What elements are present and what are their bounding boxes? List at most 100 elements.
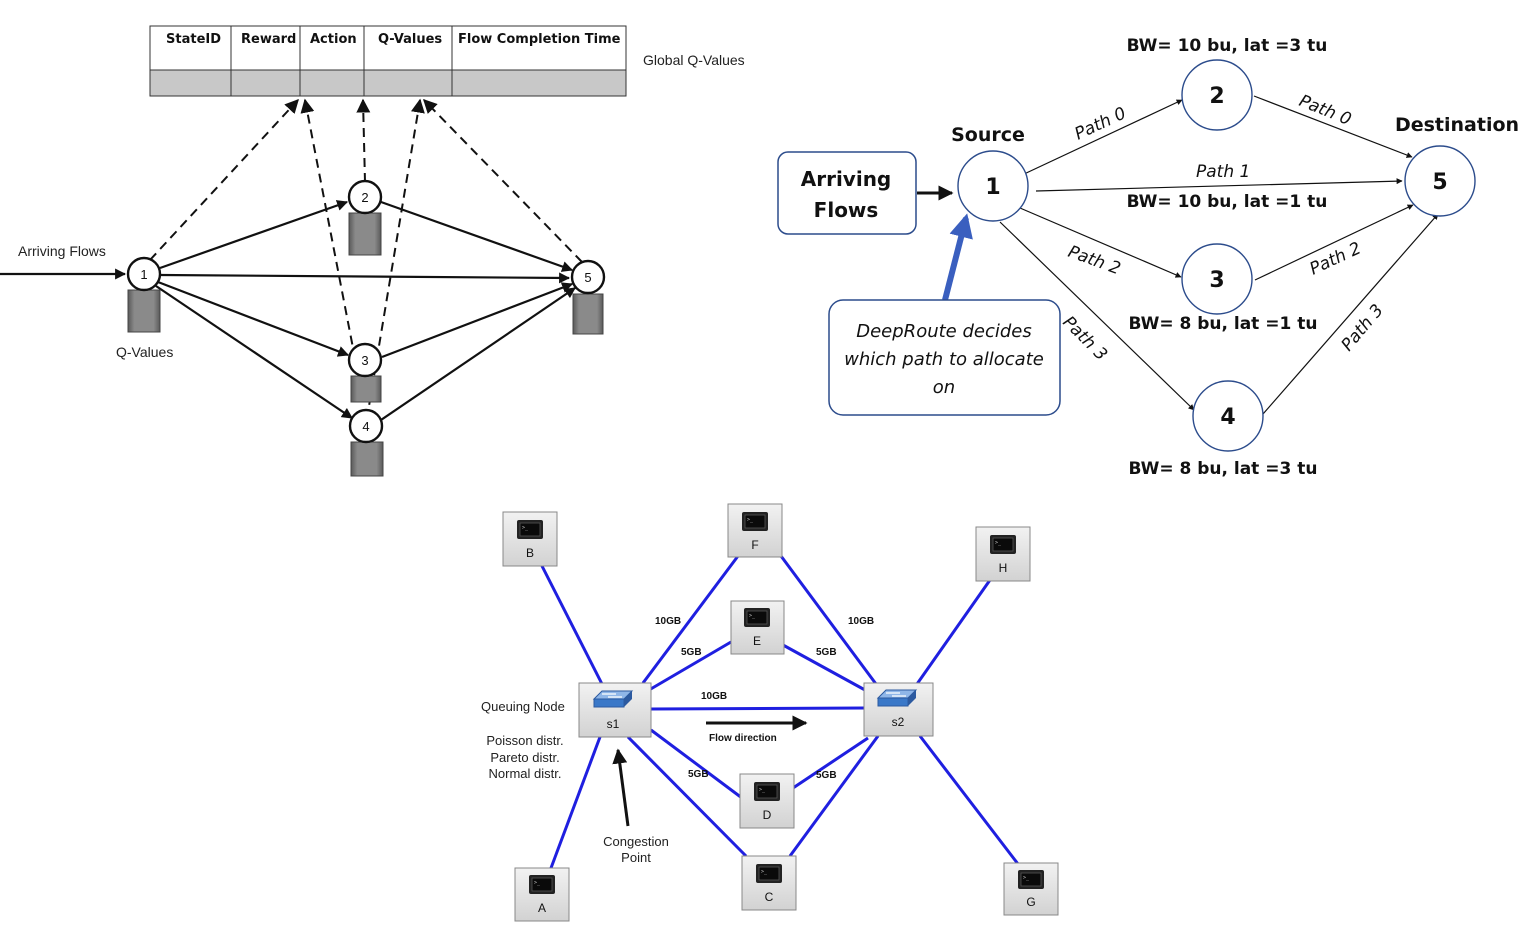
host-e: E — [730, 600, 785, 655]
diagram-b-nodes: 1 2 3 4 5 — [957, 59, 1476, 452]
switch-s2-icon — [877, 689, 917, 707]
deeproute-line2: which path to allocate — [844, 349, 1044, 370]
bw-label-path1: BW= 10 bu, lat =1 tu — [1127, 192, 1328, 212]
switch-s1: s1 — [578, 682, 652, 738]
qvalues-label: Q-Values — [116, 344, 173, 360]
path3-label-a: Path 3 — [1058, 312, 1111, 365]
host-b-monitor-icon — [516, 519, 544, 540]
switch-s2-label: s2 — [892, 715, 905, 729]
bw-label-node3: BW= 8 bu, lat =1 tu — [1129, 314, 1318, 334]
node-b-4 — [1192, 380, 1264, 452]
node-b-3-label: 3 — [1209, 268, 1224, 293]
arriving-box-line2: Flows — [814, 198, 879, 222]
bw-s1-s2: 10GB — [701, 691, 727, 702]
path2-label-a: Path 2 — [1065, 242, 1123, 279]
host-b-label: B — [526, 546, 534, 560]
congestion-label-line1: Congestion — [603, 834, 669, 849]
global-qvalues-label: Global Q-Values — [643, 52, 745, 68]
node-a-2-label: 2 — [361, 190, 368, 205]
deeproute-box — [828, 299, 1061, 416]
host-a-label: A — [538, 901, 546, 915]
host-a-monitor-icon — [528, 874, 556, 895]
arriving-flows-label-a: Arriving Flows — [18, 243, 106, 259]
host-c-label: C — [765, 890, 774, 904]
table-header-qvalues: Q-Values — [378, 32, 442, 47]
deeproute-arrow — [942, 213, 973, 301]
deeproute-line1: DeepRoute decides — [856, 321, 1032, 342]
node-a-2 — [347, 179, 383, 215]
host-h: H — [975, 526, 1031, 582]
global-q-table: StateID Reward Action Q-Values Flow Comp… — [149, 25, 627, 97]
diagram-a-nodes: 1 2 3 4 5 — [126, 179, 606, 444]
bw-e-s2: 5GB — [816, 647, 837, 658]
table-header-fct: Flow Completion Time — [458, 32, 621, 47]
host-f-label: F — [751, 538, 758, 552]
path3-label-b: Path 3 — [1338, 301, 1388, 355]
table-header-action: Action — [310, 32, 357, 47]
host-e-label: E — [753, 634, 761, 648]
bw-f-s2: 10GB — [848, 616, 874, 627]
node-b-2-label: 2 — [1209, 84, 1224, 109]
host-e-monitor-icon — [743, 607, 771, 628]
node-a-3 — [347, 342, 383, 378]
path1-label: Path 1 — [1196, 162, 1250, 182]
network-links — [540, 555, 1020, 869]
bw-s1-d: 5GB — [688, 769, 709, 780]
node-a-1 — [126, 256, 162, 292]
path2-label-b: Path 2 — [1307, 238, 1365, 279]
node-a-5 — [570, 259, 606, 295]
distribution-normal: Normal distr. — [489, 766, 562, 781]
deeproute-line3: on — [933, 377, 955, 398]
congestion-arrow — [612, 748, 630, 827]
source-label: Source — [951, 124, 1025, 146]
distribution-poisson: Poisson distr. — [486, 733, 563, 748]
host-d-monitor-icon — [753, 781, 781, 802]
diagram-a: StateID Reward Action Q-Values Flow Comp… — [0, 25, 745, 477]
host-c: C — [741, 855, 797, 911]
node-b-4-label: 4 — [1220, 405, 1235, 430]
bw-label-node2: BW= 10 bu, lat =3 tu — [1127, 36, 1328, 56]
host-d-label: D — [763, 808, 772, 822]
destination-label: Destination — [1395, 114, 1519, 136]
node-b-5-label: 5 — [1432, 170, 1447, 195]
node-a-3-label: 3 — [361, 353, 368, 368]
host-g: G — [1003, 862, 1059, 916]
host-d: D — [739, 773, 795, 829]
diagram-b: Arriving Flows DeepRoute decides which p… — [777, 36, 1519, 479]
node-b-3 — [1181, 243, 1253, 315]
diagram-c: 10GB 5GB 10GB 5GB 10GB 5GB 5GB Flow dire… — [481, 503, 1059, 922]
table-header-reward: Reward — [241, 32, 296, 47]
arriving-box-line1: Arriving — [801, 167, 892, 191]
solid-edges — [0, 200, 576, 421]
arriving-flows-box — [777, 151, 917, 235]
bw-s1-f: 10GB — [655, 616, 681, 627]
queuing-node-label: Queuing Node — [481, 699, 565, 714]
queue-icons — [127, 212, 604, 477]
node-b-5 — [1404, 145, 1476, 217]
host-b: B — [502, 511, 558, 567]
distribution-pareto: Pareto distr. — [490, 750, 559, 765]
switch-s1-icon — [593, 690, 633, 708]
node-b-1 — [957, 150, 1029, 222]
host-a: A — [514, 867, 570, 922]
node-a-1-label: 1 — [140, 267, 147, 282]
path0-label-b: Path 0 — [1296, 91, 1354, 130]
switch-s2: s2 — [863, 682, 934, 737]
host-h-label: H — [999, 561, 1008, 575]
host-g-label: G — [1026, 895, 1035, 909]
congestion-label-line2: Point — [621, 850, 651, 865]
host-h-monitor-icon — [989, 534, 1017, 555]
host-g-monitor-icon — [1017, 869, 1045, 890]
table-header-stateid: StateID — [166, 32, 221, 47]
flow-direction-label: Flow direction — [709, 733, 777, 744]
bw-label-node4: BW= 8 bu, lat =3 tu — [1129, 459, 1318, 479]
diagram-b-edges — [999, 95, 1439, 415]
node-a-4-label: 4 — [362, 419, 369, 434]
switch-s1-label: s1 — [607, 717, 620, 731]
node-a-4 — [348, 408, 384, 444]
host-f: F — [727, 503, 783, 558]
host-c-monitor-icon — [755, 863, 783, 884]
host-f-monitor-icon — [741, 511, 769, 532]
bw-d-s2: 5GB — [816, 770, 837, 781]
